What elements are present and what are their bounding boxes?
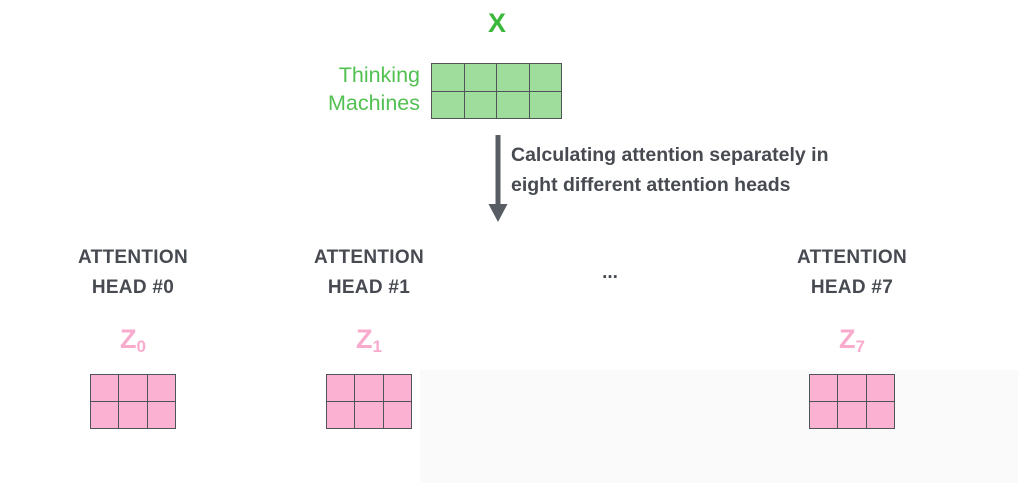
z7-matrix — [808, 374, 896, 429]
matrix-cell — [464, 91, 497, 119]
matrix-cell — [119, 375, 148, 402]
matrix-cell — [432, 91, 465, 119]
input-matrix — [431, 63, 562, 119]
head-label-0-line2: HEAD #0 — [91, 277, 175, 298]
z7-base: Z — [839, 324, 856, 354]
head-label-1: ATTENTION HEAD #1 — [314, 243, 424, 303]
matrix-cell — [326, 375, 356, 402]
attention-head-column-7: ATTENTION HEAD #7 Z7 — [742, 243, 962, 429]
head-label-7-line2: HEAD #7 — [810, 277, 894, 298]
matrix-cell — [355, 402, 384, 429]
head-label-7-line1: ATTENTION — [796, 247, 907, 268]
z0-matrix — [89, 374, 177, 429]
word-label-thinking: Thinking — [338, 63, 420, 87]
attention-head-column-1: ATTENTION HEAD #1 Z1 — [259, 243, 479, 429]
matrix-cell — [90, 375, 120, 402]
matrix-cell — [866, 402, 896, 429]
matrix-cell — [838, 375, 867, 402]
head-label-1-line2: HEAD #1 — [327, 277, 411, 298]
z1-subscript: 1 — [372, 337, 382, 356]
input-row-word-labels: Thinking Machines — [230, 61, 420, 117]
word-label-machines: Machines — [327, 91, 420, 115]
matrix-cell — [147, 375, 177, 402]
matrix-cell — [529, 91, 562, 119]
input-matrix-label: X — [487, 8, 506, 38]
matrix-cell — [383, 375, 413, 402]
matrix-cell — [809, 375, 839, 402]
matrix-cell — [497, 91, 530, 119]
z0-subscript: 0 — [136, 337, 146, 356]
head-label-1-line1: ATTENTION — [313, 247, 424, 268]
arrow-caption-line2: eight different attention heads — [511, 174, 791, 196]
head-label-0: ATTENTION HEAD #0 — [78, 243, 188, 303]
z1-label: Z1 — [356, 324, 382, 362]
matrix-cell — [497, 64, 530, 92]
matrix-cell — [355, 375, 384, 402]
head-label-7: ATTENTION HEAD #7 — [797, 243, 907, 303]
z7-label: Z7 — [839, 324, 865, 362]
matrix-cell — [809, 402, 839, 429]
z0-label: Z0 — [120, 324, 146, 362]
matrix-cell — [866, 375, 896, 402]
arrow-caption: Calculating attention separately in eigh… — [511, 140, 828, 200]
z7-subscript: 7 — [855, 337, 865, 356]
arrow-caption-line1: Calculating attention separately in — [511, 144, 829, 166]
matrix-cell — [326, 402, 356, 429]
z1-matrix — [325, 374, 413, 429]
matrix-cell — [529, 64, 562, 92]
head-label-0-line1: ATTENTION — [77, 247, 188, 268]
matrix-cell — [838, 402, 867, 429]
z1-base: Z — [356, 324, 373, 354]
down-arrow-icon — [488, 135, 508, 222]
attention-head-column-0: ATTENTION HEAD #0 Z0 — [23, 243, 243, 429]
z0-base: Z — [120, 324, 137, 354]
matrix-cell — [383, 402, 413, 429]
matrix-cell — [119, 402, 148, 429]
matrix-cell — [90, 402, 120, 429]
matrix-cell — [464, 64, 497, 92]
matrix-cell — [432, 64, 465, 92]
matrix-cell — [147, 402, 177, 429]
background-shade — [420, 370, 1018, 483]
heads-ellipsis: ... — [602, 262, 618, 283]
